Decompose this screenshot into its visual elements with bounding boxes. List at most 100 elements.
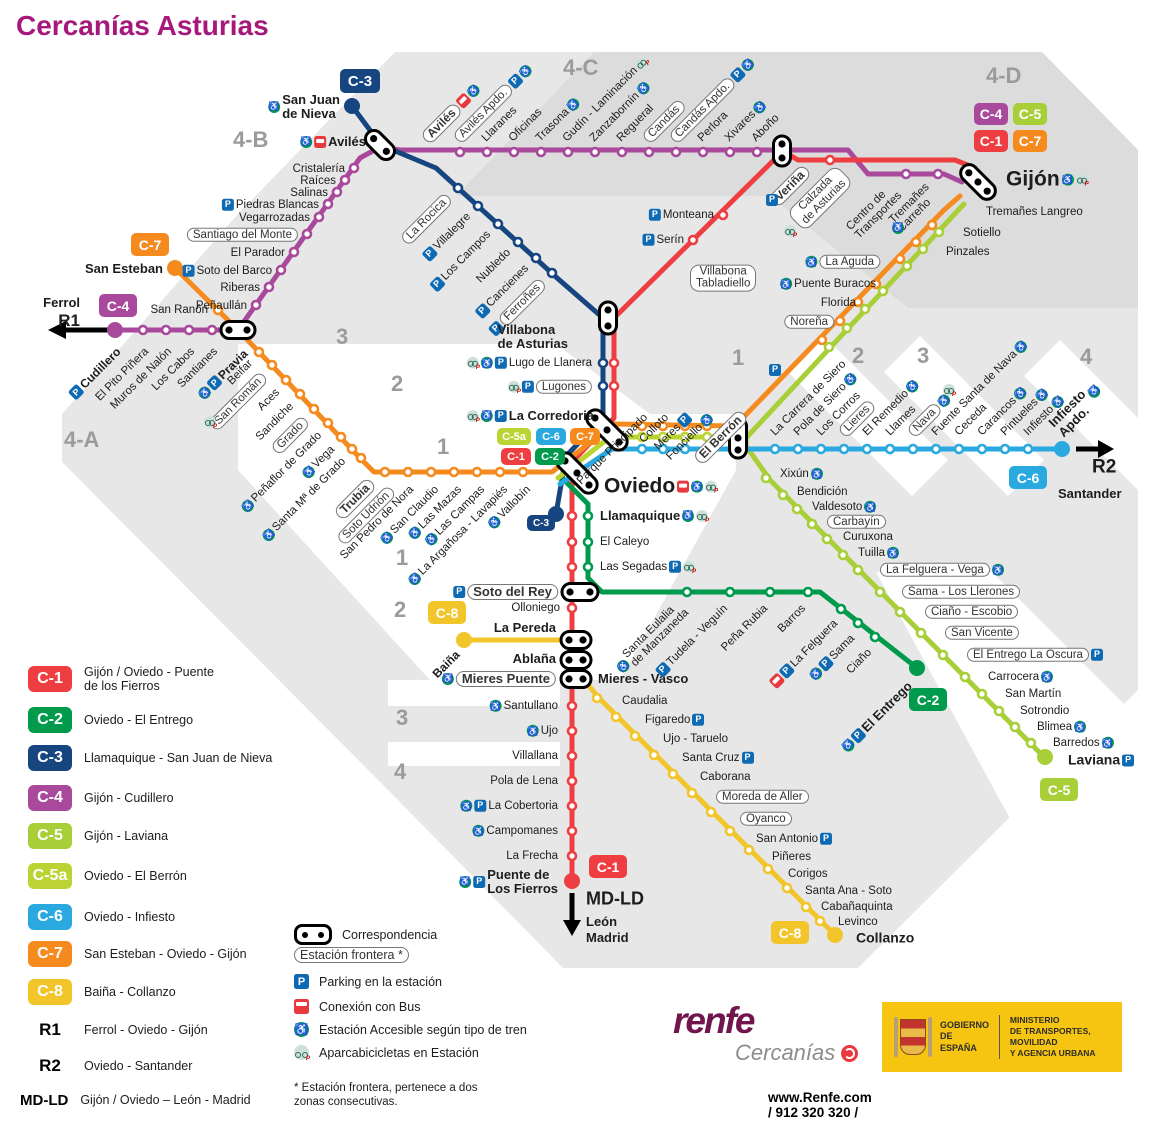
station-dot bbox=[976, 688, 988, 700]
station-dot bbox=[657, 431, 669, 443]
station-dot bbox=[566, 536, 578, 548]
frontier-footnote: * Estación frontera, pertenece a dos zon… bbox=[294, 1082, 478, 1108]
station-dot bbox=[331, 186, 343, 198]
station-dot bbox=[346, 443, 358, 455]
station-dot bbox=[930, 443, 942, 455]
line-badge: C-4 bbox=[28, 785, 72, 811]
station-dot bbox=[582, 510, 594, 522]
station-dot bbox=[1022, 443, 1034, 455]
cercanias-label: Cercanías bbox=[735, 1040, 836, 1065]
line-description: Gijón / Oviedo - Puente de los Fierros bbox=[84, 664, 214, 693]
station-dot bbox=[508, 146, 520, 158]
station-dot bbox=[762, 863, 774, 875]
station-dot bbox=[870, 278, 882, 290]
cercanias-logo: Cercanías bbox=[735, 1040, 859, 1066]
station-dot bbox=[910, 236, 922, 248]
station-dot bbox=[183, 324, 195, 336]
station-dot bbox=[861, 443, 873, 455]
station-dot bbox=[859, 303, 871, 315]
station-dot bbox=[894, 253, 906, 265]
symbol-legend-row: Correspondencia bbox=[294, 924, 437, 945]
station-dot bbox=[953, 443, 965, 455]
renfe-logo: renfe bbox=[673, 1000, 755, 1041]
line-description: Oviedo - El Entrego bbox=[84, 712, 194, 727]
station-dot bbox=[838, 443, 850, 455]
line-description: San Esteban - Oviedo - Gijón bbox=[84, 946, 247, 961]
station-dot bbox=[636, 431, 648, 443]
bike-parking-icon: P bbox=[294, 1045, 310, 1062]
station-dot bbox=[636, 420, 648, 432]
station-dot bbox=[802, 586, 814, 598]
station-dot bbox=[760, 472, 772, 484]
zone-shape bbox=[876, 572, 1130, 826]
station-dot bbox=[976, 443, 988, 455]
station-dot bbox=[448, 466, 460, 478]
station-dot bbox=[1025, 737, 1037, 749]
station-dot bbox=[294, 388, 306, 400]
station-dot bbox=[566, 561, 578, 573]
station-dot bbox=[566, 775, 578, 787]
cercanias-arrow-icon bbox=[841, 1044, 859, 1062]
station-dot bbox=[697, 146, 709, 158]
direction-arrow-head bbox=[1098, 440, 1114, 458]
station-dot bbox=[313, 211, 325, 223]
station-dot bbox=[137, 324, 149, 336]
station-dot bbox=[769, 443, 781, 455]
symbol-label: Estación Accesible según tipo de tren bbox=[319, 1022, 527, 1037]
station-dot bbox=[834, 315, 846, 327]
terminus-dot bbox=[827, 927, 843, 943]
station-dot bbox=[841, 322, 853, 334]
station-dot bbox=[937, 649, 949, 661]
station-dot bbox=[591, 692, 603, 704]
station-dot bbox=[566, 825, 578, 837]
station-dot bbox=[751, 146, 763, 158]
station-dot bbox=[901, 260, 913, 272]
station-dot bbox=[999, 443, 1011, 455]
symbol-label: Parking en la estación bbox=[319, 974, 442, 989]
terminus-dot bbox=[564, 873, 580, 889]
line-description: Gijón - Laviana bbox=[84, 828, 169, 843]
station-dot bbox=[852, 617, 864, 629]
station-dot bbox=[266, 359, 278, 371]
station-dot bbox=[835, 603, 847, 615]
station-dot bbox=[874, 586, 886, 598]
station-dot bbox=[263, 281, 275, 293]
line-key: R1 bbox=[39, 1020, 61, 1039]
station-dot bbox=[206, 324, 218, 336]
station-dot bbox=[452, 182, 464, 194]
station-dot bbox=[512, 236, 524, 248]
station-dot bbox=[582, 536, 594, 548]
accessible-icon: ♿ bbox=[294, 1022, 309, 1037]
station-dot bbox=[917, 243, 929, 255]
station-dot bbox=[608, 357, 620, 369]
government-label: GOBIERNO DE ESPAÑA bbox=[940, 1020, 990, 1053]
station-dot bbox=[679, 431, 691, 443]
station-dot bbox=[852, 296, 864, 308]
station-dot bbox=[425, 466, 437, 478]
station-dot bbox=[815, 443, 827, 455]
station-dot bbox=[701, 420, 713, 432]
station-dot bbox=[679, 420, 691, 432]
zone-shape bbox=[884, 336, 1044, 496]
station-dot bbox=[657, 420, 669, 432]
station-dot bbox=[636, 443, 648, 455]
station-dot bbox=[764, 586, 776, 598]
terminus-dot bbox=[167, 260, 183, 276]
station-dot bbox=[852, 564, 864, 576]
station-dot bbox=[566, 602, 578, 614]
station-dot bbox=[535, 146, 547, 158]
interchange-icon bbox=[598, 300, 618, 336]
station-dot bbox=[566, 750, 578, 762]
symbol-legend-row: ♿ Estación Accesible según tipo de tren bbox=[294, 1022, 527, 1037]
line-badge: C-5a bbox=[28, 863, 72, 889]
station-dot bbox=[566, 510, 578, 522]
station-dot bbox=[926, 219, 938, 231]
